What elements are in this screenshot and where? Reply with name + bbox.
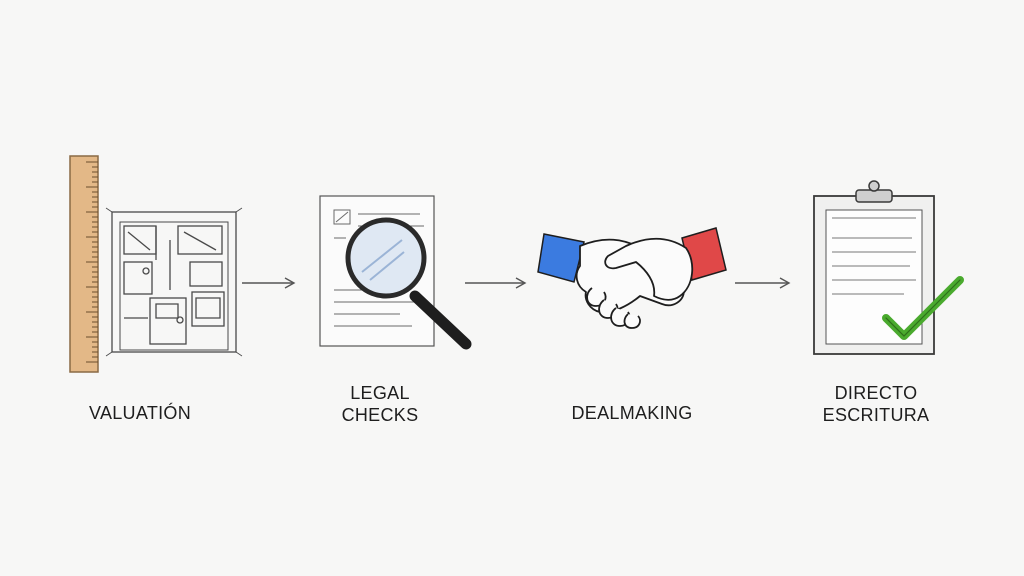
- label-line: CHECKS: [341, 405, 419, 425]
- label-line: DIRECTO: [834, 383, 918, 403]
- step-label-valuation: VALUATIÓN: [60, 402, 220, 424]
- label-line: ESCRITURA: [822, 405, 930, 425]
- step-label-legal: LEGAL CHECKS: [300, 382, 460, 426]
- ruler: [69, 155, 99, 373]
- label-line: VALUATIÓN: [88, 403, 192, 423]
- step-label-escritura: DIRECTO ESCRITURA: [796, 382, 956, 426]
- label-line: DEALMAKING: [571, 403, 693, 423]
- step-label-deal: DEALMAKING: [552, 402, 712, 424]
- label-line: LEGAL: [350, 383, 410, 403]
